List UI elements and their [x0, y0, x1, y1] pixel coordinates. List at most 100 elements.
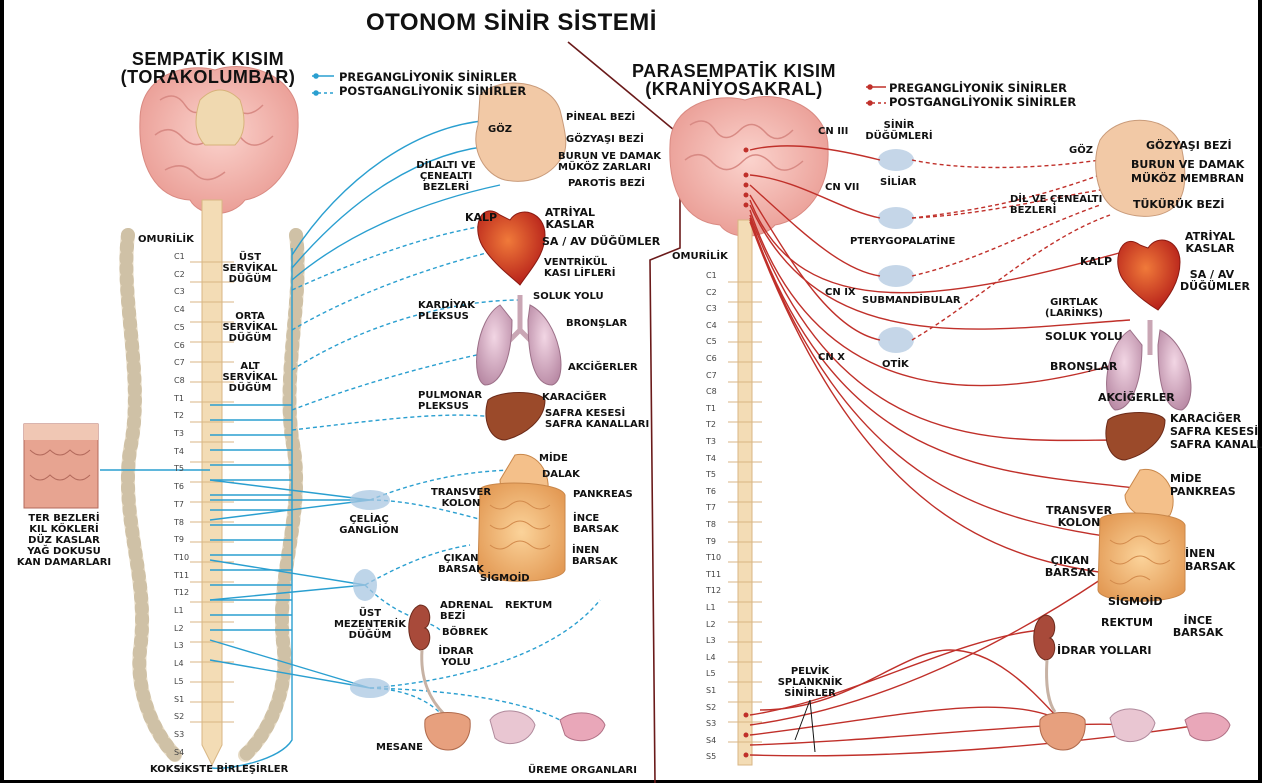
- para-rectum-label: REKTUM: [1101, 617, 1153, 628]
- segment-label: C6: [706, 354, 717, 363]
- skin-line3: DÜZ KASLAR: [16, 535, 112, 546]
- ciliary-label: SİLİAR: [880, 177, 916, 188]
- sympathetic-title-line2: (TORAKOLUMBAR): [108, 68, 308, 86]
- mcg-line3: DÜĞÜM: [222, 333, 278, 344]
- parasympathetic-legend: PREGANGLİYONİK SİNİRLER POSTGANGLİYONİK …: [889, 81, 1076, 109]
- cp-line1: KARDİYAK: [418, 300, 475, 311]
- para-liver-line: KARACİĞER: [1170, 412, 1262, 425]
- cg-line1: ÇELİAÇ: [334, 514, 404, 525]
- segment-label: T2: [706, 420, 716, 429]
- pelvic-line1: PELVİK: [776, 666, 844, 677]
- para-small-line2: BARSAK: [1168, 627, 1228, 639]
- sym-bladder-label: MESANE: [376, 742, 423, 753]
- segment-label: T7: [174, 500, 184, 509]
- para-heart-label: KALP: [1080, 256, 1112, 267]
- parasympathetic-legend-post: POSTGANGLİYONİK SİNİRLER: [889, 95, 1076, 109]
- segment-label: C7: [174, 358, 185, 367]
- sym-adrenal-label: ADRENALBEZİ: [440, 600, 493, 622]
- segment-label: T3: [706, 437, 716, 446]
- sym-kidney-label: BÖBREK: [442, 627, 488, 638]
- segment-label: L2: [706, 620, 716, 629]
- sympathetic-legend: PREGANGLİYONİK SİNİRLER POSTGANGLİYONİK …: [339, 70, 526, 98]
- sym-sublingual-label: DİLALTI VEÇENEALTIBEZLERİ: [412, 160, 480, 193]
- parasympathetic-legend-lines: [866, 85, 886, 105]
- otic-label: OTİK: [882, 359, 909, 370]
- segment-label: C7: [706, 371, 717, 380]
- cn10-label: CN X: [818, 352, 845, 363]
- para-stomach-line: MİDE: [1170, 472, 1236, 485]
- segment-label: T12: [174, 588, 189, 597]
- para-eye-label: GÖZ: [1069, 145, 1093, 156]
- para-nasal-line2: MÜKÖZ MEMBRAN: [1131, 172, 1244, 186]
- parasympathetic-title-line2: (KRANİYOSAKRAL): [618, 80, 850, 98]
- sym-eye-label: GÖZ: [488, 124, 512, 135]
- pterygopalatine-label: PTERYGOPALATİNE: [850, 236, 955, 247]
- segment-label: C1: [706, 271, 717, 280]
- sympathetic-title-line1: SEMPATİK KISIM: [108, 50, 308, 68]
- segment-label: T7: [706, 503, 716, 512]
- sym-node-label: SA / AV DÜĞÜMLER: [542, 236, 660, 247]
- segment-label: S2: [174, 712, 184, 721]
- sym-pancreas-label: PANKREAS: [573, 489, 633, 500]
- sym-liver-label: KARACİĞER: [542, 392, 607, 403]
- parasympathetic-heart: [1118, 240, 1180, 310]
- sym-sub-line3: BEZLERİ: [412, 182, 480, 193]
- segment-label: T10: [174, 553, 189, 562]
- cg-line2: GANGLİON: [334, 525, 404, 536]
- sympathetic-bladder: [425, 711, 605, 750]
- segment-label: T6: [706, 487, 716, 496]
- segment-label: C8: [174, 376, 185, 385]
- mg-line1: ÜST: [330, 608, 410, 619]
- para-pancreas-line: PANKREAS: [1170, 485, 1236, 498]
- sym-sigmoid-label: SİGMOİD: [480, 573, 530, 584]
- para-larynx-label: GIRTLAK(LARİNKS): [1038, 297, 1110, 319]
- skin-targets-label: TER BEZLERİ KIL KÖKLERİ DÜZ KASLAR YAĞ D…: [16, 513, 112, 568]
- segment-label: L1: [174, 606, 184, 615]
- segment-label: L5: [174, 677, 184, 686]
- sympathetic-legend-lines: [312, 74, 334, 95]
- sym-lungs-label: AKCİĞERLER: [568, 362, 638, 373]
- sym-asc-line2: BARSAK: [436, 564, 486, 575]
- segment-label: C4: [174, 305, 185, 314]
- segment-label: T8: [174, 518, 184, 527]
- middle-cervical-ganglion-label: ORTASERVİKALDÜĞÜM: [222, 311, 278, 344]
- parasympathetic-spinal-cord: [728, 220, 762, 765]
- para-asc-line2: BARSAK: [1040, 567, 1100, 579]
- segment-label: T9: [706, 537, 716, 546]
- sym-stomach-label: MİDE: [539, 453, 568, 464]
- segment-label: C3: [174, 287, 185, 296]
- lcg-line3: DÜĞÜM: [222, 383, 278, 394]
- para-sub-line2: BEZLERİ: [1010, 205, 1102, 216]
- sym-asc-line1: ÇIKAN: [436, 553, 486, 564]
- submandibular-label: SUBMANDİBULAR: [862, 295, 961, 306]
- para-spinal-cord-label: OMURİLİK: [672, 251, 728, 262]
- sym-adrenal-line2: BEZİ: [440, 611, 493, 622]
- skin-line2: KIL KÖKLERİ: [16, 524, 112, 535]
- para-node-line2: DÜĞÜMLER: [1180, 281, 1244, 293]
- segment-label: C8: [706, 387, 717, 396]
- sym-nasal-line2: MÜKÖZ ZARLARI: [558, 162, 661, 173]
- sympathetic-brain: [140, 67, 298, 214]
- sym-gall-line2: SAFRA KANALLARI: [545, 419, 649, 430]
- parasympathetic-kidney: [1034, 615, 1055, 712]
- ng-line2: DÜĞÜMLERİ: [864, 131, 934, 142]
- cn9-label: CN IX: [825, 287, 856, 298]
- para-liver-label: KARACİĞERSAFRA KESESİSAFRA KANALLARI: [1170, 412, 1262, 451]
- parasympathetic-title: PARASEMPATİK KISIM (KRANİYOSAKRAL): [618, 62, 850, 98]
- segment-label: S4: [174, 748, 184, 757]
- segment-label: L4: [706, 653, 716, 662]
- sympathetic-legend-post: POSTGANGLİYONİK SİNİRLER: [339, 84, 526, 98]
- segment-label: T5: [174, 464, 184, 473]
- para-desc-line2: BARSAK: [1185, 560, 1235, 573]
- sympathetic-lungs: [477, 295, 561, 385]
- sympathetic-title: SEMPATİK KISIM (TORAKOLUMBAR): [108, 50, 308, 86]
- segment-label: S1: [706, 686, 716, 695]
- para-ureter-label: İDRAR YOLLARI: [1057, 645, 1152, 656]
- segment-label: L4: [174, 659, 184, 668]
- segment-label: S1: [174, 695, 184, 704]
- parasympathetic-bladder: [1040, 709, 1230, 750]
- para-gall-line1: SAFRA KESESİ: [1170, 425, 1262, 438]
